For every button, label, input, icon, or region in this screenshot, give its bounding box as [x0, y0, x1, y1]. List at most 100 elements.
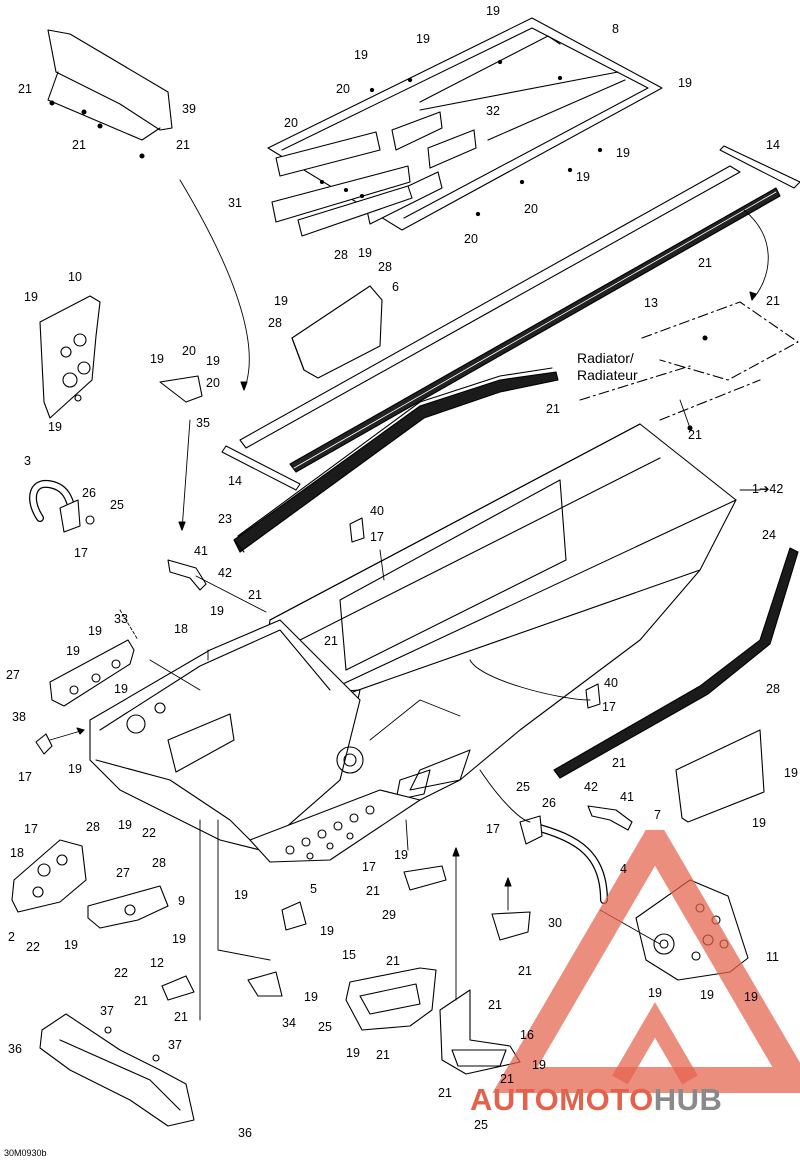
- callout: 21: [174, 1010, 188, 1024]
- part-24-slide-rail: [553, 547, 799, 779]
- callout: 19: [206, 354, 220, 368]
- callout: 28: [334, 248, 348, 262]
- callout: 28: [268, 316, 282, 330]
- callout: 27: [116, 866, 130, 880]
- callout: 41: [620, 790, 634, 804]
- part-7-plate: [675, 729, 765, 823]
- callout: 37: [100, 1004, 114, 1018]
- callout: 21: [612, 756, 626, 770]
- part-2-side-bracket: [11, 839, 87, 913]
- callout: 19: [358, 246, 372, 260]
- callout: 28: [766, 682, 780, 696]
- watermark-text-part1: AUTOMOTO: [470, 1082, 654, 1117]
- arrow-head: [178, 521, 186, 531]
- callout: 40: [604, 676, 618, 690]
- callout: 19: [234, 888, 248, 902]
- part-5-bracket: [281, 901, 307, 931]
- part-32-plates: [275, 111, 477, 225]
- callout: 19: [416, 32, 430, 46]
- arrow-head: [76, 727, 85, 735]
- part-30-bracket: [491, 911, 531, 941]
- callout: 5: [310, 882, 317, 896]
- part-23-slide-rail: [233, 367, 559, 553]
- part-3-hose: [29, 479, 76, 522]
- callout: 21: [134, 994, 148, 1008]
- callout: 8: [612, 22, 619, 36]
- callout: 11: [766, 950, 779, 964]
- callout: 40: [370, 504, 384, 518]
- callout: 21: [248, 588, 262, 602]
- callout: 21: [324, 634, 338, 648]
- arrow-head: [240, 381, 248, 391]
- callout: 28: [378, 260, 392, 274]
- part-34-bracket: [247, 971, 283, 997]
- callout: 18: [10, 846, 24, 860]
- radiator-label-en: Radiator/: [577, 350, 634, 366]
- callout: 37: [168, 1038, 182, 1052]
- callout: 19: [150, 352, 164, 366]
- callout: 19: [304, 990, 318, 1004]
- radiator-label-fr: Radiateur: [577, 367, 638, 383]
- part-31-angle-brackets: [271, 165, 413, 237]
- callout: 14: [766, 138, 780, 152]
- callout: 9: [178, 894, 185, 908]
- part-41-bracket-right: [587, 805, 633, 831]
- callout: 22: [114, 966, 128, 980]
- callout: 31: [228, 196, 242, 210]
- callout: 19: [346, 1046, 360, 1060]
- callout: 28: [152, 856, 166, 870]
- callout: 17: [18, 770, 32, 784]
- callout: 21: [72, 138, 86, 152]
- callout: 19: [784, 766, 798, 780]
- callout: 21: [176, 138, 190, 152]
- callout: 19: [274, 294, 288, 308]
- callout: 21: [766, 294, 780, 308]
- callout: 10: [68, 270, 82, 284]
- callout: 20: [284, 116, 298, 130]
- callout: 21: [518, 964, 532, 978]
- callout: 20: [336, 82, 350, 96]
- part-6-bracket: [291, 285, 383, 379]
- callout: 26: [82, 486, 96, 500]
- part-26-bracket-left: [59, 499, 95, 533]
- callout: 25: [474, 1118, 488, 1132]
- arrow-head: [749, 291, 757, 301]
- callout: 21: [386, 954, 400, 968]
- part-15-step: [345, 967, 437, 1031]
- callout: 39: [182, 102, 196, 116]
- callout: 22: [142, 826, 156, 840]
- part-16-step: [439, 989, 521, 1075]
- callout: 20: [182, 344, 196, 358]
- callout: 19: [532, 1058, 546, 1072]
- callout: 25: [516, 780, 530, 794]
- callout: 6: [392, 280, 399, 294]
- callout: 25: [110, 498, 124, 512]
- callout: 19: [648, 986, 662, 1000]
- radiator-label: Radiator/ Radiateur: [577, 350, 638, 384]
- callout: 24: [762, 528, 776, 542]
- part-4-hose: [528, 822, 608, 904]
- callout: 17: [486, 822, 500, 836]
- callout: 15: [342, 948, 356, 962]
- callout: 23: [218, 512, 232, 526]
- callout: 2: [8, 930, 15, 944]
- callout: 26: [542, 796, 556, 810]
- part-13-long-rail: [239, 165, 781, 473]
- part-33-plate: [49, 639, 135, 707]
- callout: 21: [438, 1086, 452, 1100]
- callout: 4: [620, 862, 627, 876]
- callout: 19: [172, 932, 186, 946]
- arrow-head: [452, 847, 460, 857]
- callout: 21: [688, 428, 702, 442]
- callout: 34: [282, 1016, 296, 1030]
- callout: 19: [394, 848, 408, 862]
- callout: 21: [546, 402, 560, 416]
- callout: 19: [24, 290, 38, 304]
- perforated-footrest: [249, 789, 421, 863]
- part-29-bracket: [403, 865, 447, 891]
- callout: 42: [584, 780, 598, 794]
- callout: 21: [488, 998, 502, 1012]
- callout: 17: [362, 860, 376, 874]
